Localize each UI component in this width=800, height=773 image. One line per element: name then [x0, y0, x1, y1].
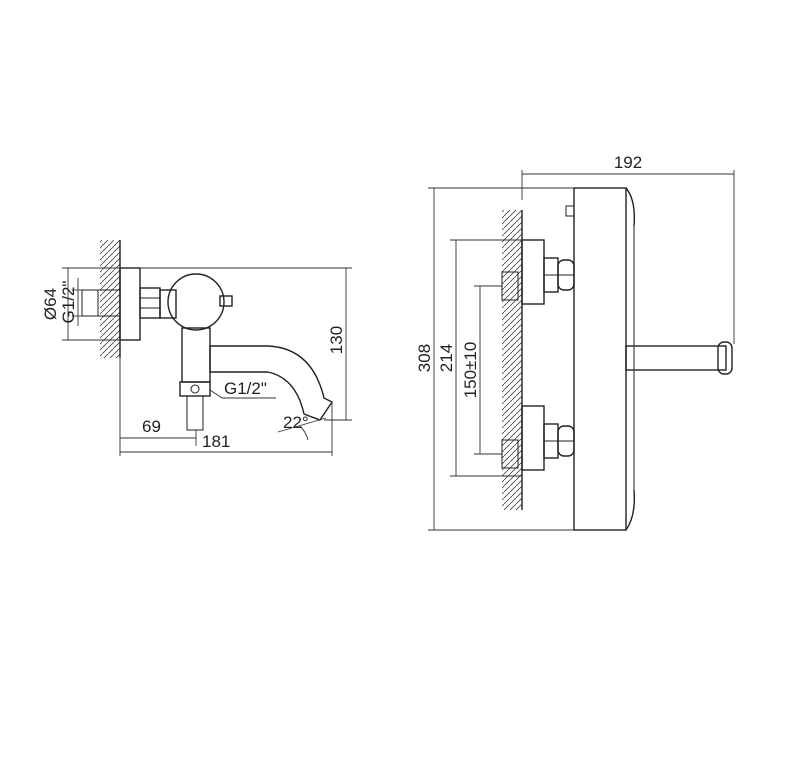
connector-nut [139, 287, 161, 319]
side-view: Ø64 G1/2" 130 G1/2" 22° 69 181 [41, 240, 352, 456]
upper-escutcheon [521, 239, 545, 305]
escutcheon [119, 267, 141, 341]
height-label: 130 [327, 326, 346, 354]
diameter-label: Ø64 [41, 288, 60, 320]
valve-body [181, 327, 211, 383]
handle-disc [167, 273, 225, 331]
hose-thread [186, 395, 204, 431]
depth-label: 181 [202, 432, 230, 451]
outlet-nut [179, 381, 211, 397]
spout-front [625, 345, 727, 371]
inner-height-label: 214 [437, 344, 456, 372]
wall-hatch [100, 240, 120, 358]
projection-label: 69 [142, 417, 161, 436]
width-label: 192 [614, 153, 642, 172]
inlet-thread-label: G1/2" [59, 281, 78, 324]
front-view: 192 308 214 150±10 [415, 153, 735, 531]
angle-label: 22° [283, 413, 309, 432]
wall-hatch-front [502, 210, 522, 510]
centers-label: 150±10 [461, 342, 480, 399]
lower-escutcheon [521, 405, 545, 471]
overall-height-label: 308 [415, 344, 434, 372]
outlet-thread-label: G1/2" [224, 379, 267, 398]
mixer-body [573, 187, 627, 531]
